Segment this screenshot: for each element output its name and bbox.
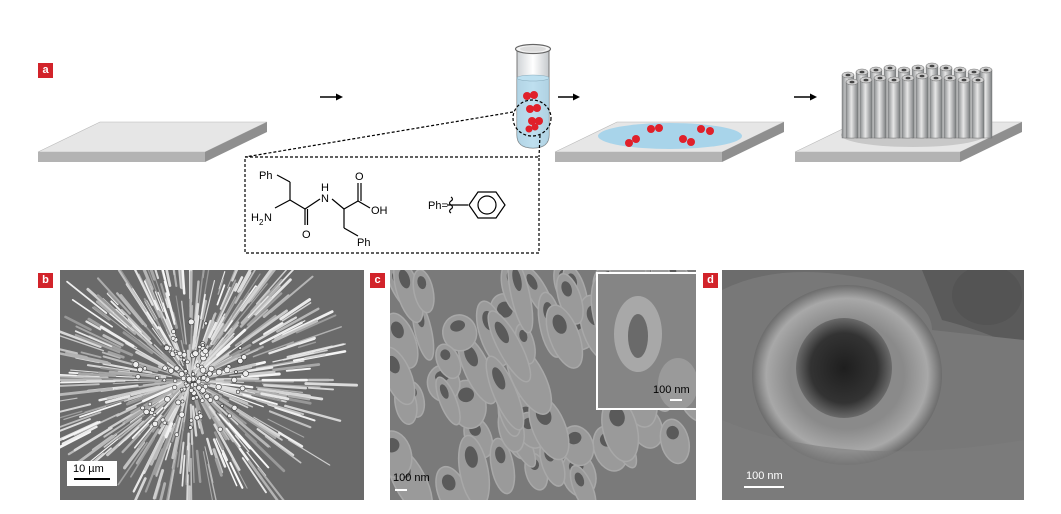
label-oh: OH — [371, 205, 388, 217]
scale-bar-d — [744, 486, 784, 488]
scale-bar-b: 10 µm — [67, 461, 117, 486]
label-ph-def: Ph= — [428, 200, 448, 212]
panel-label-a: a — [38, 63, 53, 78]
label-ph-bottom: Ph — [357, 237, 370, 249]
arrow-2 — [558, 93, 580, 101]
inset-scale-label-c: 100 nm — [653, 384, 690, 396]
label-h2n-sub: 2 — [259, 218, 264, 227]
arrow-1 — [320, 93, 343, 101]
panel-label-d: d — [703, 273, 718, 288]
panel-label-b: b — [38, 273, 53, 288]
inset-c: 100 nm — [596, 272, 696, 410]
label-o-amide: O — [302, 229, 311, 241]
nanotube-array — [841, 62, 993, 139]
label-o-acid: O — [355, 171, 364, 183]
scale-label-b: 10 µm — [73, 463, 104, 475]
substrate-with-nanotubes — [794, 62, 1023, 162]
label-nh-n: N — [321, 193, 329, 205]
label-ph-top: Ph — [259, 170, 272, 182]
scale-label-c: 100 nm — [393, 472, 430, 484]
test-tube — [512, 43, 552, 149]
schematic-panel-a: Ph N H H 2 N O O OH Ph Ph= — [37, 43, 1023, 254]
molecule-callout — [244, 111, 541, 254]
label-nh-h: H — [321, 182, 329, 194]
label-h2n-n: N — [264, 212, 272, 224]
substrate-bare — [37, 121, 268, 162]
sem-image-b: 10 µm — [60, 270, 364, 500]
substrate-with-solution — [554, 121, 785, 162]
arrow-3 — [794, 93, 817, 101]
diphenylalanine-structure — [274, 174, 506, 237]
scale-bar-c — [395, 489, 407, 491]
scale-label-d: 100 nm — [746, 470, 783, 482]
sem-image-c: 100 nm 100 nm — [390, 270, 696, 500]
structure-labels: Ph N H H 2 N O O OH Ph Ph= — [251, 170, 448, 249]
label-h2n-h: H — [251, 212, 259, 224]
panel-label-c: c — [370, 273, 385, 288]
sem-image-d: 100 nm — [722, 270, 1024, 500]
